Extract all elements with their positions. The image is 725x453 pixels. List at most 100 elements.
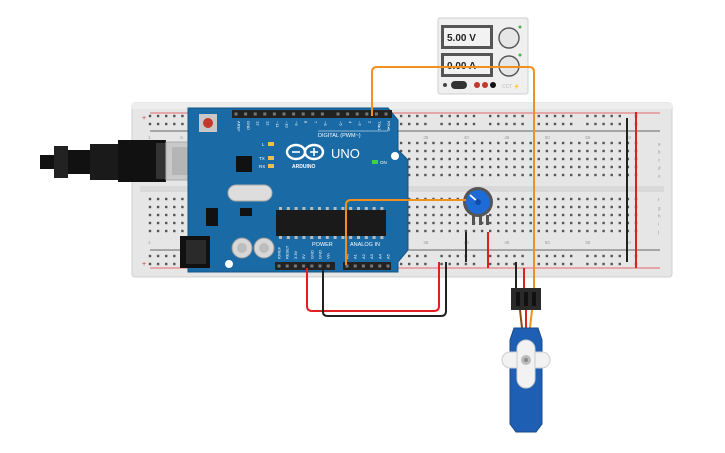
rail-hole[interactable] xyxy=(456,262,459,266)
breadboard-hole[interactable] xyxy=(408,173,411,177)
digital-pin[interactable] xyxy=(311,112,315,116)
servo-motor[interactable] xyxy=(501,288,551,433)
rail-hole[interactable] xyxy=(497,254,500,258)
breadboard-hole[interactable] xyxy=(594,157,597,161)
breadboard-hole[interactable] xyxy=(173,221,176,225)
breadboard-hole[interactable] xyxy=(156,197,160,201)
rail-hole[interactable] xyxy=(408,122,411,126)
breadboard-hole[interactable] xyxy=(497,173,500,177)
breadboard-hole[interactable] xyxy=(440,141,443,145)
breadboard-hole[interactable] xyxy=(521,213,524,217)
rail-hole[interactable] xyxy=(489,122,492,126)
rail-hole[interactable] xyxy=(553,122,557,126)
breadboard-hole[interactable] xyxy=(570,229,573,233)
breadboard-hole[interactable] xyxy=(497,157,500,161)
breadboard-hole[interactable] xyxy=(537,165,540,169)
breadboard-hole[interactable] xyxy=(521,149,524,153)
digital-pin[interactable] xyxy=(320,112,324,116)
breadboard-hole[interactable] xyxy=(505,221,508,225)
breadboard-hole[interactable] xyxy=(578,157,581,161)
breadboard-hole[interactable] xyxy=(586,173,589,177)
rail-hole[interactable] xyxy=(545,114,549,118)
breadboard-hole[interactable] xyxy=(521,221,524,225)
breadboard-hole[interactable] xyxy=(618,141,621,145)
breadboard-hole[interactable] xyxy=(521,165,524,169)
breadboard-hole[interactable] xyxy=(424,213,427,217)
breadboard-hole[interactable] xyxy=(408,213,411,217)
breadboard-hole[interactable] xyxy=(472,165,476,169)
breadboard-hole[interactable] xyxy=(416,205,419,209)
power-pin[interactable] xyxy=(277,264,281,268)
breadboard-hole[interactable] xyxy=(513,205,516,209)
rail-hole[interactable] xyxy=(408,262,411,266)
rail-hole[interactable] xyxy=(156,122,160,126)
breadboard-hole[interactable] xyxy=(529,197,532,201)
breadboard-hole[interactable] xyxy=(553,197,557,201)
rail-hole[interactable] xyxy=(497,122,500,126)
breadboard-hole[interactable] xyxy=(456,229,459,233)
breadboard-hole[interactable] xyxy=(537,149,540,153)
breadboard-hole[interactable] xyxy=(472,149,476,153)
breadboard-hole[interactable] xyxy=(448,221,451,225)
rail-hole[interactable] xyxy=(448,114,451,118)
breadboard-hole[interactable] xyxy=(456,165,459,169)
breadboard-hole[interactable] xyxy=(537,229,540,233)
breadboard-hole[interactable] xyxy=(513,197,516,201)
rail-hole[interactable] xyxy=(497,262,500,266)
breadboard-hole[interactable] xyxy=(610,165,613,169)
rail-hole[interactable] xyxy=(173,262,176,266)
breadboard-hole[interactable] xyxy=(578,173,581,177)
rail-hole[interactable] xyxy=(570,122,573,126)
rail-hole[interactable] xyxy=(505,122,508,126)
analog-pin[interactable] xyxy=(361,264,365,268)
breadboard-hole[interactable] xyxy=(165,221,168,225)
rail-hole[interactable] xyxy=(464,122,468,126)
breadboard-hole[interactable] xyxy=(513,173,516,177)
breadboard-hole[interactable] xyxy=(456,157,459,161)
rail-hole[interactable] xyxy=(472,114,476,118)
rail-hole[interactable] xyxy=(553,262,557,266)
breadboard-hole[interactable] xyxy=(545,229,549,233)
analog-header[interactable] xyxy=(343,262,391,270)
rail-hole[interactable] xyxy=(408,114,411,118)
rail-hole[interactable] xyxy=(505,262,508,266)
breadboard-hole[interactable] xyxy=(497,149,500,153)
breadboard-hole[interactable] xyxy=(610,173,613,177)
rail-hole[interactable] xyxy=(424,122,427,126)
breadboard-hole[interactable] xyxy=(489,157,492,161)
breadboard-hole[interactable] xyxy=(553,173,557,177)
power-pin-holes[interactable] xyxy=(277,264,330,268)
rail-hole[interactable] xyxy=(521,262,524,266)
wire-signal-orange[interactable] xyxy=(371,66,535,296)
breadboard-hole[interactable] xyxy=(464,165,468,169)
rail-hole[interactable] xyxy=(618,254,621,258)
breadboard-hole[interactable] xyxy=(561,141,565,145)
rail-hole[interactable] xyxy=(489,114,492,118)
rail-hole[interactable] xyxy=(416,114,419,118)
breadboard-hole[interactable] xyxy=(537,213,540,217)
breadboard-hole[interactable] xyxy=(513,221,516,225)
rail-hole[interactable] xyxy=(148,122,152,126)
rail-hole[interactable] xyxy=(165,254,168,258)
breadboard-hole[interactable] xyxy=(578,149,581,153)
breadboard-hole[interactable] xyxy=(424,157,427,161)
breadboard-hole[interactable] xyxy=(618,229,621,233)
breadboard-hole[interactable] xyxy=(570,221,573,225)
breadboard-hole[interactable] xyxy=(553,157,557,161)
breadboard-hole[interactable] xyxy=(173,229,176,233)
breadboard-hole[interactable] xyxy=(618,205,621,209)
digital-pin[interactable] xyxy=(292,112,296,116)
breadboard-hole[interactable] xyxy=(610,149,613,153)
rail-hole[interactable] xyxy=(618,114,621,118)
breadboard-hole[interactable] xyxy=(594,229,597,233)
rail-hole[interactable] xyxy=(537,122,540,126)
breadboard-hole[interactable] xyxy=(578,165,581,169)
breadboard-hole[interactable] xyxy=(440,157,443,161)
breadboard-hole[interactable] xyxy=(416,229,419,233)
breadboard-hole[interactable] xyxy=(448,205,451,209)
breadboard-hole[interactable] xyxy=(489,213,492,217)
breadboard-hole[interactable] xyxy=(553,221,557,225)
breadboard-hole[interactable] xyxy=(521,173,524,177)
breadboard-hole[interactable] xyxy=(586,141,589,145)
breadboard-hole[interactable] xyxy=(181,221,184,225)
